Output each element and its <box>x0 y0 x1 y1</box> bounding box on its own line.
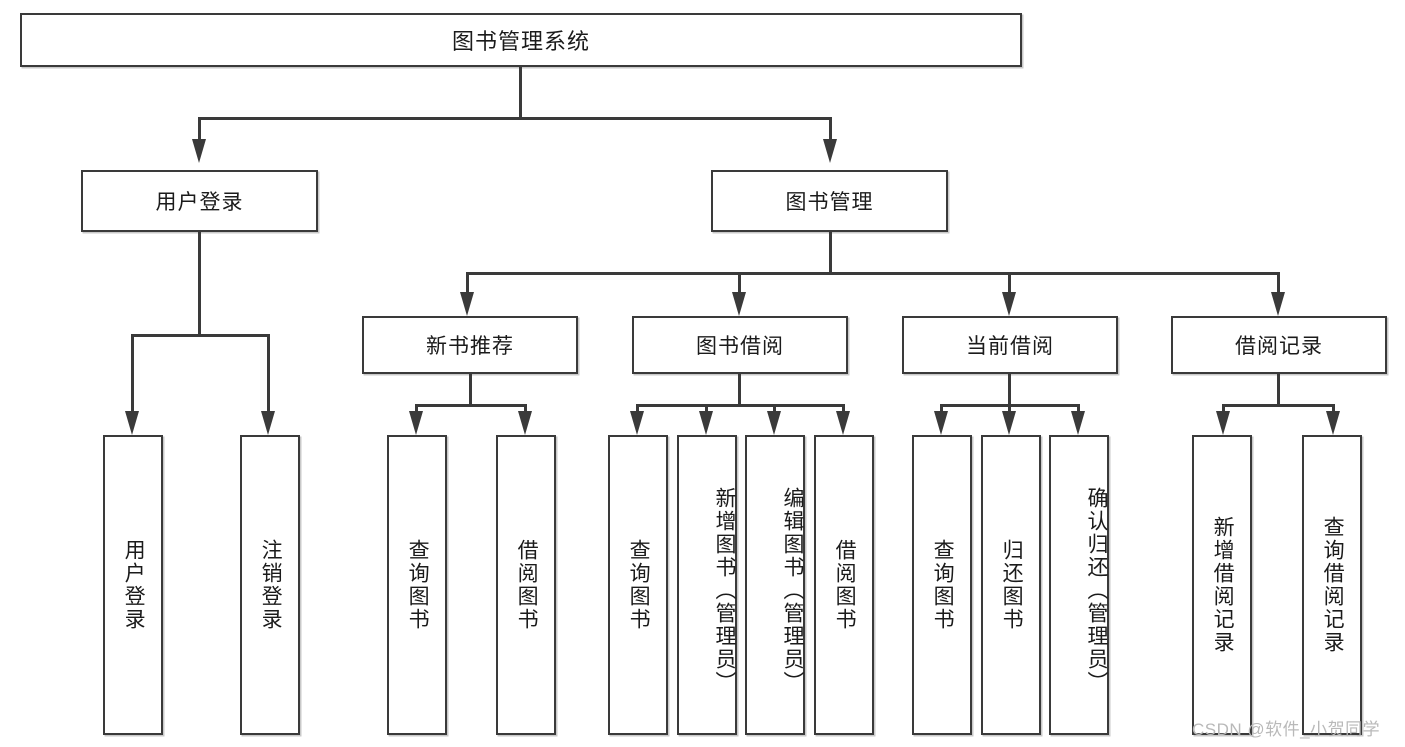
node-label: 图书管理 <box>785 191 874 214</box>
connector-drop-leaf-user-login <box>131 334 134 411</box>
arrow-to-current-borrow <box>1002 292 1016 316</box>
node-label: 查询图书 <box>406 539 430 631</box>
leaf-nb-query-book[interactable]: 查询图书 <box>387 435 447 735</box>
arrow-to-cb-return-book <box>1002 411 1016 435</box>
node-label: 注销登录 <box>259 539 283 631</box>
arrow-to-leaf-logout <box>261 411 275 435</box>
leaf-bb-query-book[interactable]: 查询图书 <box>608 435 668 735</box>
arrow-to-borrow-record <box>1271 292 1285 316</box>
csdn-watermark: CSDN @软件_小贺同学 <box>1192 720 1381 739</box>
connector-drop-book-borrow <box>738 272 741 292</box>
connector-user-login-stem <box>198 232 201 336</box>
connector-new-book-stem <box>469 374 472 406</box>
node-root-system[interactable]: 图书管理系统 <box>20 13 1022 67</box>
node-label: 图书管理系统 <box>451 29 590 54</box>
leaf-bb-borrow-book[interactable]: 借阅图书 <box>814 435 874 735</box>
node-label: 新增图书（管理员） <box>713 486 736 694</box>
connector-drop-cb-query <box>940 404 943 412</box>
node-book-manage[interactable]: 图书管理 <box>711 170 948 232</box>
connector-book-borrow-bus <box>636 404 845 407</box>
arrow-to-bb-edit-book <box>767 411 781 435</box>
arrow-to-bb-borrow-book <box>836 411 850 435</box>
connector-borrow-record-stem <box>1277 374 1280 406</box>
node-label: 归还图书 <box>1000 539 1024 631</box>
connector-drop-leaf-logout <box>267 334 270 411</box>
arrow-to-new-book-recommend <box>460 292 474 316</box>
connector-drop-new-book <box>466 272 469 292</box>
connector-drop-bb-edit <box>773 404 776 412</box>
node-label: 新增借阅记录 <box>1211 516 1235 654</box>
node-label: 图书借阅 <box>696 335 784 358</box>
connector-level3-bus <box>466 272 1277 275</box>
arrow-to-bb-query-book <box>630 411 644 435</box>
node-label: 借阅图书 <box>515 539 539 631</box>
node-label: 确认归还（管理员） <box>1085 486 1108 694</box>
node-new-book-recommend[interactable]: 新书推荐 <box>362 316 578 374</box>
arrow-to-nb-query-book <box>409 411 423 435</box>
connector-level2-bus <box>198 117 832 120</box>
connector-drop-user-login <box>198 117 201 139</box>
connector-drop-cb-return <box>1008 404 1011 412</box>
leaf-nb-borrow-book[interactable]: 借阅图书 <box>496 435 556 735</box>
connector-drop-nb-query <box>415 404 418 412</box>
arrow-to-br-add-record <box>1216 411 1230 435</box>
arrow-to-nb-borrow-book <box>518 411 532 435</box>
node-label: 当前借阅 <box>966 335 1054 358</box>
connector-user-login-bus <box>131 334 270 337</box>
arrow-to-leaf-user-login <box>125 411 139 435</box>
connector-book-borrow-stem <box>738 374 741 406</box>
connector-drop-bb-add <box>705 404 708 412</box>
leaf-br-add-record[interactable]: 新增借阅记录 <box>1192 435 1252 735</box>
connector-borrow-record-bus <box>1222 404 1335 407</box>
node-label: 借阅记录 <box>1235 335 1323 358</box>
arrow-to-cb-query-book <box>934 411 948 435</box>
node-label: 编辑图书（管理员） <box>781 486 804 694</box>
node-user-login[interactable]: 用户登录 <box>81 170 318 232</box>
node-label: 用户登录 <box>155 191 244 214</box>
connector-drop-br-query <box>1332 404 1335 412</box>
connector-drop-br-add <box>1222 404 1225 412</box>
leaf-user-login[interactable]: 用户登录 <box>103 435 163 735</box>
node-book-borrow[interactable]: 图书借阅 <box>632 316 848 374</box>
connector-drop-current-borrow <box>1008 272 1011 292</box>
connector-drop-bb-query <box>636 404 639 412</box>
arrow-to-br-query-record <box>1326 411 1340 435</box>
leaf-logout[interactable]: 注销登录 <box>240 435 300 735</box>
node-borrow-record[interactable]: 借阅记录 <box>1171 316 1387 374</box>
connector-drop-bb-borrow <box>842 404 845 412</box>
leaf-bb-edit-book[interactable]: 编辑图书（管理员） <box>745 435 805 735</box>
node-label: 查询图书 <box>627 539 651 631</box>
node-label: 借阅图书 <box>833 539 857 631</box>
node-current-borrow[interactable]: 当前借阅 <box>902 316 1118 374</box>
node-label: 查询图书 <box>931 539 955 631</box>
leaf-cb-confirm-return[interactable]: 确认归还（管理员） <box>1049 435 1109 735</box>
connector-book-manage-stem <box>829 232 832 274</box>
node-label: 新书推荐 <box>426 335 514 358</box>
connector-drop-borrow-record <box>1277 272 1280 292</box>
arrow-to-book-borrow <box>732 292 746 316</box>
connector-root-stem <box>519 67 522 119</box>
arrow-to-book-manage <box>823 139 837 163</box>
connector-current-borrow-stem <box>1008 374 1011 406</box>
connector-drop-cb-confirm <box>1077 404 1080 412</box>
connector-new-book-bus <box>415 404 527 407</box>
leaf-br-query-record[interactable]: 查询借阅记录 <box>1302 435 1362 735</box>
connector-drop-nb-borrow <box>524 404 527 412</box>
leaf-bb-add-book[interactable]: 新增图书（管理员） <box>677 435 737 735</box>
node-label: 用户登录 <box>122 539 146 631</box>
leaf-cb-query-book[interactable]: 查询图书 <box>912 435 972 735</box>
arrow-to-cb-confirm-return <box>1071 411 1085 435</box>
node-label: 查询借阅记录 <box>1321 516 1345 654</box>
arrow-to-user-login <box>192 139 206 163</box>
connector-drop-book-manage <box>829 117 832 139</box>
leaf-cb-return-book[interactable]: 归还图书 <box>981 435 1041 735</box>
arrow-to-bb-add-book <box>699 411 713 435</box>
